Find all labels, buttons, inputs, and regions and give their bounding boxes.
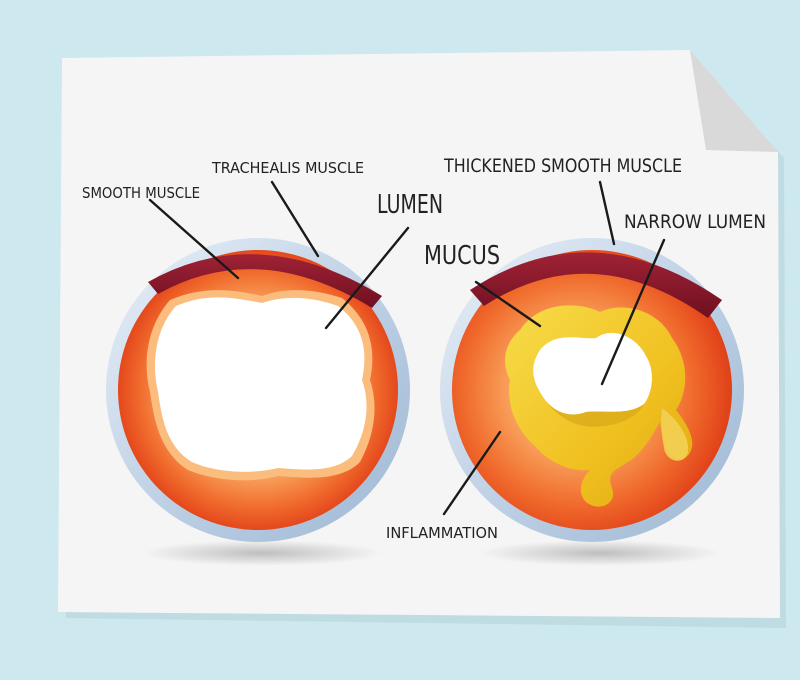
inflammation-leader bbox=[442, 430, 502, 516]
label-smooth-muscle: SMOOTH MUSCLE bbox=[82, 184, 200, 202]
left-airway-shadow bbox=[142, 540, 382, 566]
left-trachealis-muscle bbox=[148, 254, 382, 308]
mucus-drip bbox=[661, 408, 689, 461]
label-trachealis-muscle: TRACHEALIS MUSCLE bbox=[211, 159, 364, 177]
normal-airway bbox=[106, 238, 410, 542]
asthmatic-airway bbox=[440, 238, 744, 542]
labels: SMOOTH MUSCLE TRACHEALIS MUSCLE LUMEN TH… bbox=[82, 155, 766, 542]
narrow-lumen-leader bbox=[600, 238, 666, 386]
thickened-smooth-muscle-leader bbox=[598, 180, 616, 246]
right-airway-shadow bbox=[480, 540, 720, 566]
right-thickened-smooth-muscle bbox=[470, 252, 722, 318]
left-lumen bbox=[155, 297, 367, 472]
label-inflammation: INFLAMMATION bbox=[386, 524, 498, 542]
mucus-leader bbox=[474, 280, 542, 328]
label-thickened-smooth-muscle: THICKENED SMOOTH MUSCLE bbox=[443, 155, 682, 177]
leader-lines bbox=[148, 180, 666, 516]
lumen-leader bbox=[324, 226, 410, 330]
label-lumen: LUMEN bbox=[377, 190, 443, 220]
trachealis-muscle-leader bbox=[270, 180, 320, 258]
narrow-lumen-shadow bbox=[540, 392, 644, 427]
smooth-muscle-leader bbox=[148, 198, 240, 280]
label-mucus: MUCUS bbox=[424, 241, 500, 271]
narrow-lumen bbox=[533, 332, 652, 415]
label-narrow-lumen: NARROW LUMEN bbox=[624, 211, 766, 233]
